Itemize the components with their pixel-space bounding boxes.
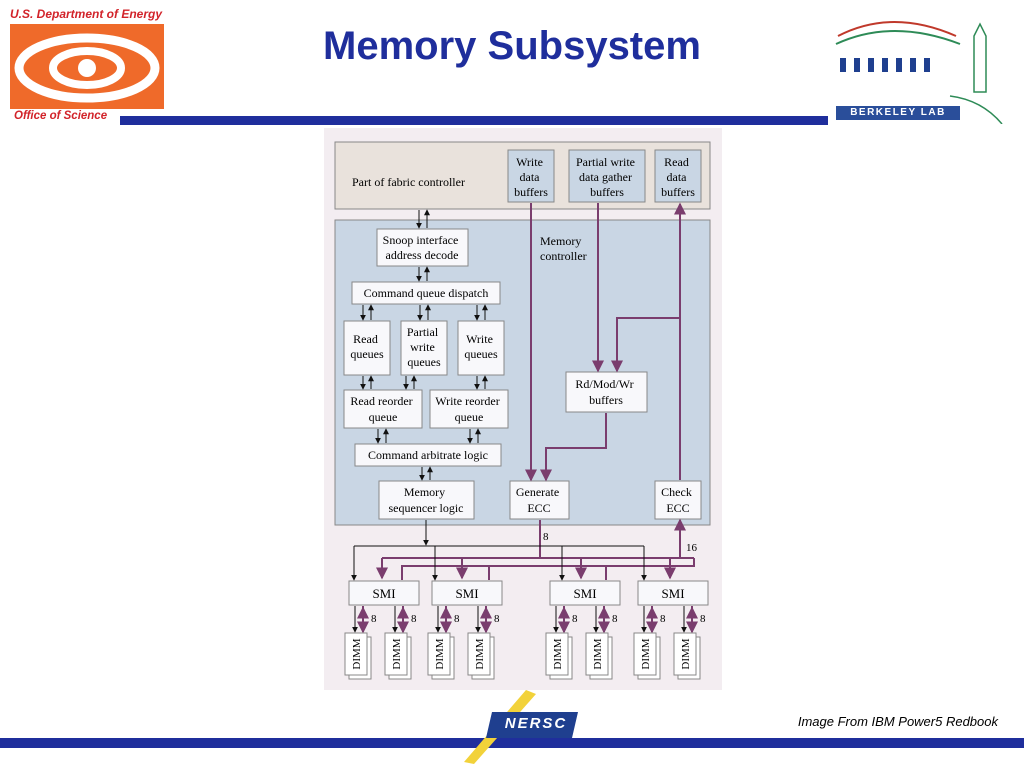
dimm-7: [633, 632, 657, 676]
check-ecc-label: Check ECC: [661, 485, 695, 515]
dimm-label: DIMM: [680, 638, 692, 669]
dimm-4: [467, 632, 491, 676]
dimm-8: [673, 632, 697, 676]
smi-chip-1: [348, 580, 420, 606]
smi-chip-4: [637, 580, 709, 606]
write-reorder-queue-label: Write reorder queue: [435, 394, 502, 424]
rdmodwr-to-ecc-path: [540, 413, 607, 482]
read-bus-width: 16: [686, 542, 698, 554]
check-ecc-box: [654, 480, 702, 520]
command-arbitrate-logic-label: Command arbitrate logic: [368, 448, 488, 462]
read-reorder-queue-label: Read reorder queue: [350, 394, 415, 424]
nersc-logo: [464, 690, 578, 764]
memory-sequencer-logic-box: [378, 480, 475, 520]
dimm-label: DIMM: [474, 638, 486, 669]
rdmodwr-buffers-label: Rd/Mod/Wr buffers: [575, 377, 636, 407]
nersc-label: NERSC: [504, 715, 568, 732]
smi-link-width: 8: [660, 613, 666, 625]
dimm-1: [344, 632, 368, 676]
write-data-buffers-label: Write data buffers: [514, 155, 548, 199]
command-queue-dispatch-box: [351, 281, 501, 305]
smi-link-width: 8: [572, 613, 578, 625]
berkeley-lab-label: BERKELEY LAB: [836, 106, 960, 120]
doe-name-bottom: Office of Science: [14, 110, 108, 122]
dimm-label: DIMM: [391, 638, 403, 669]
dimm-label: DIMM: [592, 638, 604, 669]
write-queues-label: Write queues: [464, 332, 498, 361]
write-data-buffers-box: [507, 149, 555, 203]
dimm-label: DIMM: [351, 638, 363, 669]
read-reorder-queue-box: [343, 389, 423, 429]
read-queues-box: [343, 320, 391, 376]
memory-controller-label: Memory controller: [540, 234, 587, 263]
smi-link-width: 8: [411, 613, 417, 625]
memory-sequencer-logic-label: Memory sequencer logic: [389, 485, 464, 515]
memory-subsystem-diagram: Part of fabric controller Write data buf…: [324, 128, 722, 690]
dimm-6: [585, 632, 609, 676]
rdmodwr-buffers-box: [565, 371, 648, 413]
read-data-buffers-label: Read data buffers: [661, 155, 695, 199]
generate-ecc-label: Generate ECC: [516, 485, 562, 515]
command-queue-dispatch-label: Command queue dispatch: [364, 286, 489, 300]
doe-logo: [10, 24, 164, 109]
read-queues-label: Read queues: [350, 332, 384, 361]
smi-label: SMI: [573, 586, 596, 601]
footer-rule: [0, 738, 1024, 748]
dimm-5: [545, 632, 569, 676]
dimm-2: [384, 632, 408, 676]
smi-link-width: 8: [494, 613, 500, 625]
dimm-label: DIMM: [434, 638, 446, 669]
partial-write-gather-label: Partial write data gather buffers: [576, 155, 638, 199]
smi-label: SMI: [661, 586, 684, 601]
header-rule: [120, 116, 828, 125]
smi-link-width: 8: [700, 613, 706, 625]
smi-link-width: 8: [454, 613, 460, 625]
write-reorder-queue-box: [429, 389, 509, 429]
read-data-buffers-box: [654, 149, 702, 203]
berkeley-lab-logo: [835, 21, 1003, 124]
partial-write-queues-box: [400, 320, 448, 376]
write-bus-width: 8: [543, 531, 549, 543]
dimm-label: DIMM: [640, 638, 652, 669]
dimm-label: DIMM: [552, 638, 564, 669]
smi-chip-3: [549, 580, 621, 606]
image-credit: Image From IBM Power5 Redbook: [797, 714, 998, 729]
snoop-interface-label: Snoop interface address decode: [383, 233, 462, 262]
page-title: Memory Subsystem: [323, 24, 701, 68]
partial-write-queues-label: Partial write queues: [407, 325, 441, 369]
smi-link-width: 8: [371, 613, 377, 625]
generate-ecc-box: [509, 480, 570, 520]
read-to-rdmodwr-path: [611, 317, 680, 373]
dimm-3: [427, 632, 451, 676]
partial-write-gather-box: [568, 149, 646, 203]
command-arbitrate-logic-box: [354, 443, 502, 467]
smi-label: SMI: [372, 586, 395, 601]
smi-link-width: 8: [612, 613, 618, 625]
doe-name-top: U.S. Department of Energy: [10, 7, 163, 21]
fabric-label: Part of fabric controller: [352, 175, 465, 189]
snoop-interface-box: [376, 228, 469, 267]
smi-chip-2: [431, 580, 503, 606]
smi-label: SMI: [455, 586, 478, 601]
write-queues-box: [457, 320, 505, 376]
